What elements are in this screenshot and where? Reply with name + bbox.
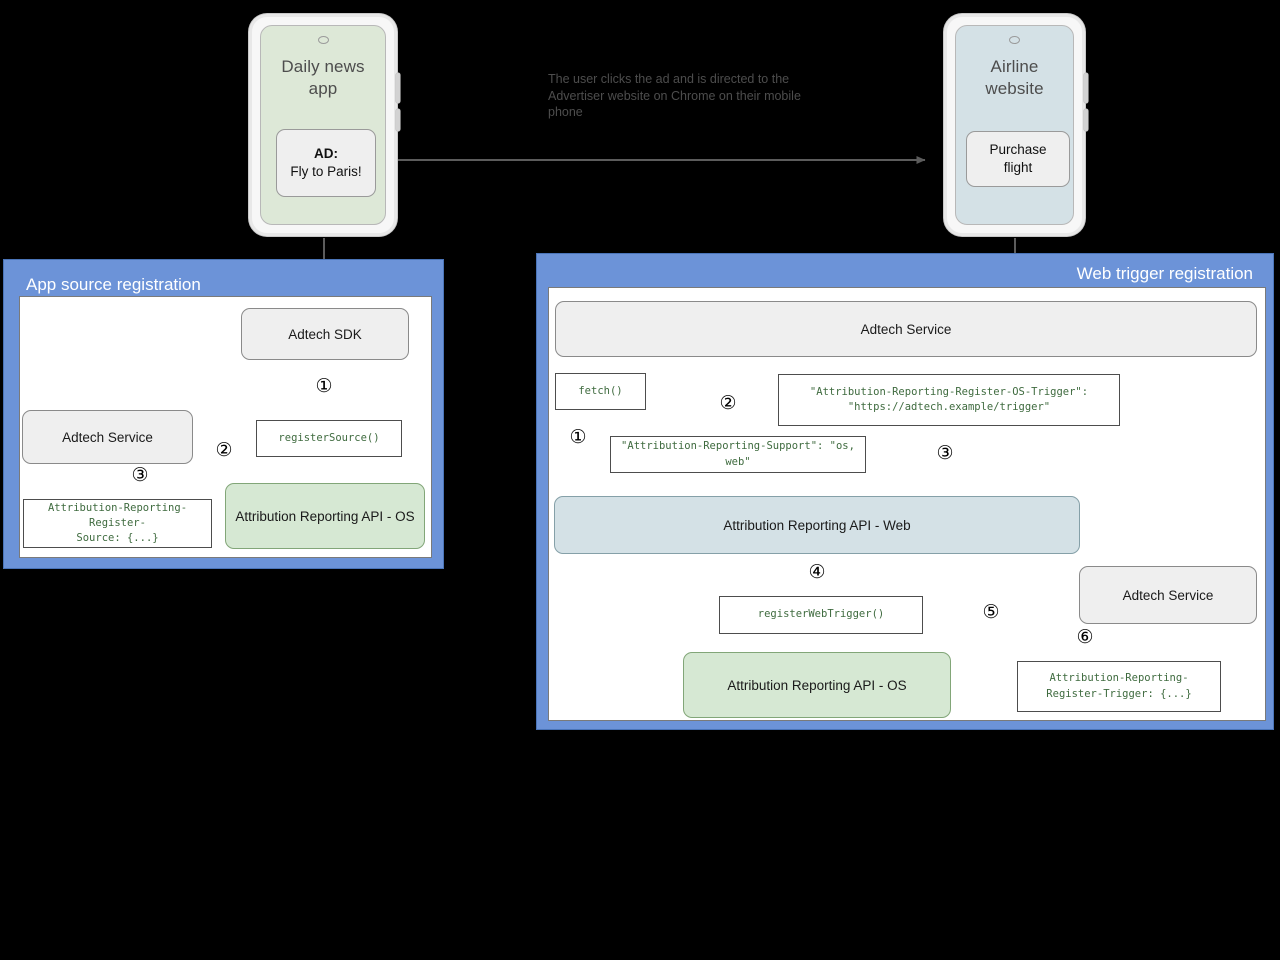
camera-icon: [317, 36, 329, 44]
codebox-register-web-trigger: registerWebTrigger(): [719, 596, 923, 634]
node-arapi-os-app[interactable]: Attribution Reporting API - OS: [225, 483, 425, 549]
node-adtech-service-app[interactable]: Adtech Service: [22, 410, 193, 464]
node-adtech-service-web-top[interactable]: Adtech Service: [555, 301, 1257, 357]
node-arapi-web-label: Attribution Reporting API - Web: [723, 517, 911, 533]
phone-daily-news: Daily news app AD: Fly to Paris!: [249, 14, 400, 236]
codebox-support-header-text: "Attribution-Reporting-Support": "os, we…: [621, 440, 855, 468]
codebox-register-trigger-header-text: Attribution-Reporting- Register-Trigger:…: [1046, 672, 1192, 700]
phone-left-title: Daily news app: [281, 57, 365, 98]
phone-left-power-button: [396, 109, 400, 131]
step-marker-app-2: ②: [215, 439, 233, 461]
codebox-register-source: registerSource(): [256, 420, 402, 457]
codebox-support-header: "Attribution-Reporting-Support": "os, we…: [610, 436, 866, 473]
node-adtech-sdk-label: Adtech SDK: [288, 326, 362, 342]
step-marker-web-5: ⑤: [982, 601, 1000, 623]
codebox-os-trigger-header: "Attribution-Reporting-Register-OS-Trigg…: [778, 374, 1120, 426]
step-marker-web-3: ③: [936, 442, 954, 464]
phone-right-power-button: [1084, 109, 1088, 131]
codebox-register-source-text: registerSource(): [278, 431, 380, 444]
scene-caption: The user clicks the ad and is directed t…: [548, 72, 801, 119]
phone-right-screen: Airline website: [955, 25, 1074, 225]
panel-app-source-title: App source registration: [26, 275, 201, 294]
purchase-card-line2: flight: [1003, 160, 1033, 175]
phone-airline-website: Airline website Purchase flight: [944, 14, 1088, 236]
phone-left-volume-button: [396, 73, 400, 103]
step-marker-app-1: ①: [315, 375, 333, 397]
codebox-fetch-text: fetch(): [578, 384, 623, 397]
node-adtech-service-app-label: Adtech Service: [62, 429, 153, 445]
node-adtech-service-web-top-label: Adtech Service: [860, 321, 952, 337]
step-marker-web-2: ②: [719, 392, 737, 414]
codebox-register-source-header-text: Attribution-Reporting-Register- Source: …: [47, 501, 188, 545]
node-adtech-sdk[interactable]: Adtech SDK: [241, 308, 409, 360]
step-marker-web-4: ④: [808, 561, 826, 583]
node-adtech-service-web-bottom[interactable]: Adtech Service: [1079, 566, 1257, 624]
codebox-register-trigger-header: Attribution-Reporting- Register-Trigger:…: [1017, 661, 1221, 712]
ad-card[interactable]: AD: Fly to Paris!: [276, 129, 376, 197]
node-arapi-os-app-label: Attribution Reporting API - OS: [235, 508, 415, 524]
codebox-fetch: fetch(): [555, 373, 646, 410]
step-marker-web-6: ⑥: [1076, 626, 1094, 648]
codebox-register-source-header: Attribution-Reporting-Register- Source: …: [23, 499, 212, 548]
codebox-register-web-trigger-text: registerWebTrigger(): [757, 608, 885, 621]
purchase-card-line1: Purchase: [989, 141, 1047, 157]
step-marker-app-3: ③: [131, 464, 149, 486]
panel-web-trigger-title: Web trigger registration: [1076, 264, 1253, 283]
purchase-flight-card[interactable]: Purchase flight: [966, 131, 1070, 187]
ad-card-label: AD:: [314, 145, 338, 161]
codebox-os-trigger-header-text: "Attribution-Reporting-Register-OS-Trigg…: [809, 385, 1089, 413]
phone-right-title: Airline website: [985, 57, 1044, 98]
node-arapi-web[interactable]: Attribution Reporting API - Web: [554, 496, 1080, 554]
ad-card-text: Fly to Paris!: [290, 164, 362, 179]
node-arapi-os-web[interactable]: Attribution Reporting API - OS: [683, 652, 951, 718]
phone-right-volume-button: [1084, 73, 1088, 103]
step-marker-web-1: ①: [569, 426, 587, 448]
node-arapi-os-web-label: Attribution Reporting API - OS: [727, 677, 907, 693]
node-adtech-service-web-bottom-label: Adtech Service: [1122, 587, 1214, 603]
camera-icon: [1009, 36, 1020, 44]
